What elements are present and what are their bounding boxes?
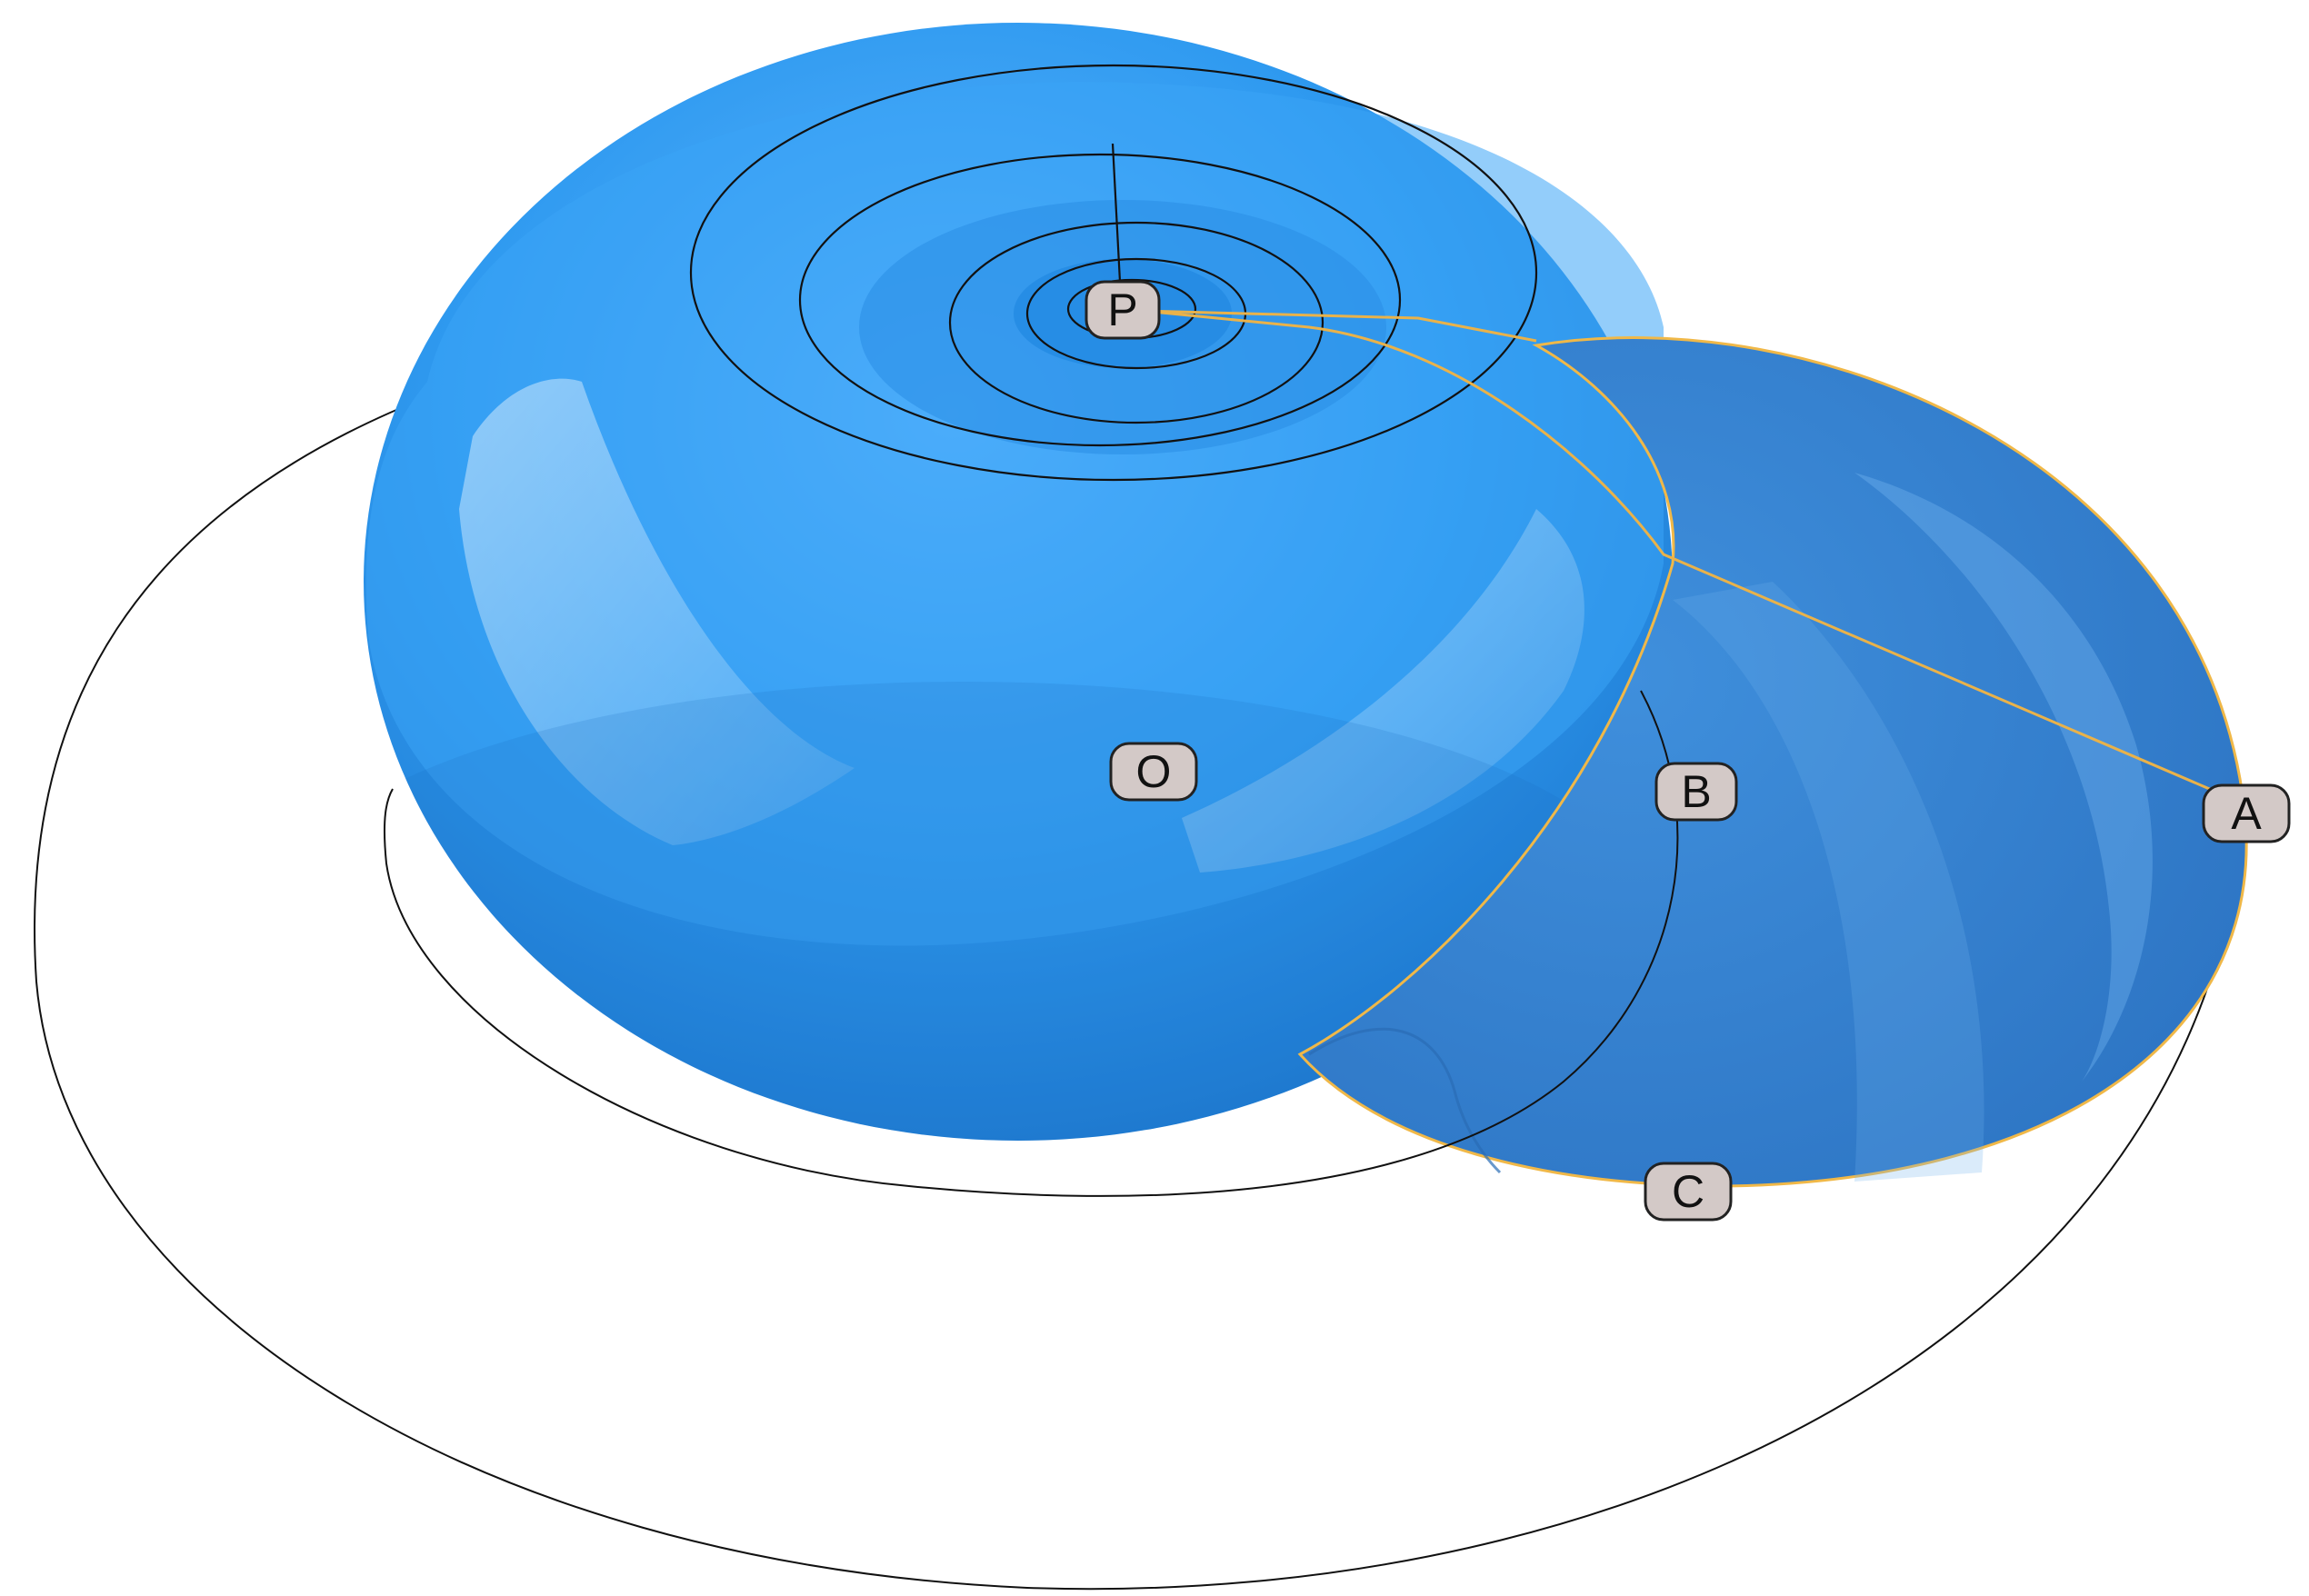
shell-body	[364, 23, 1673, 1141]
svg-text:P: P	[1107, 284, 1137, 335]
outer-guide-curve	[34, 393, 2244, 1591]
inner-guide-curve	[383, 690, 1679, 1197]
svg-text:A: A	[2231, 788, 2262, 839]
svg-text:B: B	[1681, 766, 1711, 817]
axis-line	[1111, 143, 1122, 283]
svg-text:C: C	[1672, 1166, 1704, 1217]
label-P: P	[1085, 280, 1161, 340]
highlight-band-left	[459, 378, 855, 845]
generator-lines	[1143, 309, 2246, 806]
svg-text:O: O	[1136, 746, 1172, 797]
label-A: A	[2202, 783, 2291, 843]
label-B: B	[1654, 762, 1738, 822]
label-O: O	[1109, 742, 1198, 802]
inner-whorl-edge	[1308, 1027, 1502, 1174]
highlight-band-right	[1182, 509, 1584, 873]
label-C: C	[1644, 1162, 1733, 1222]
shell-aperture	[1297, 335, 2248, 1188]
